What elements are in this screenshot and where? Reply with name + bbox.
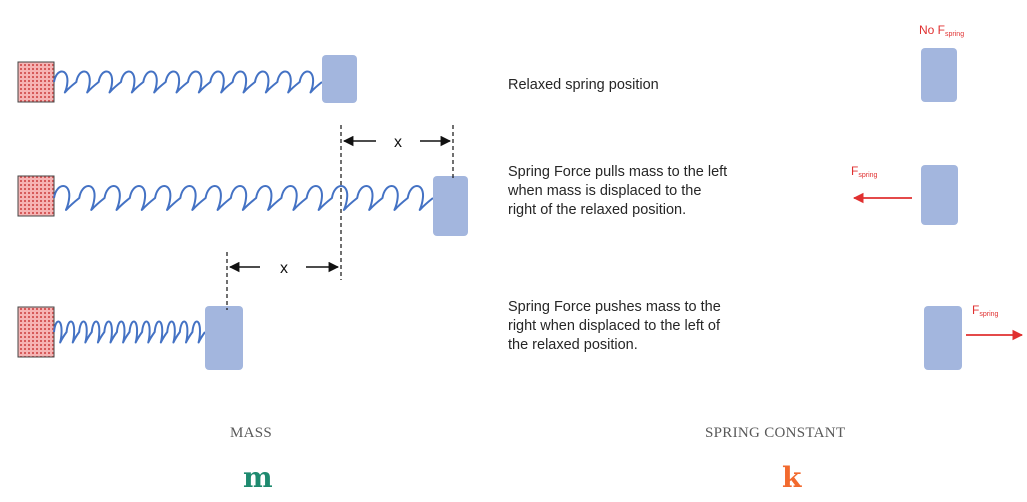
description-line: when mass is displaced to the	[508, 183, 702, 199]
mass-label: MASS	[230, 425, 273, 441]
no-force-label: No Fspring	[919, 23, 964, 38]
mass-block	[921, 48, 957, 102]
description-line: Spring Force pushes mass to the	[508, 299, 721, 315]
row-description: Spring Force pushes mass to the right wh…	[508, 298, 721, 355]
mass-block	[433, 176, 468, 236]
row-description: Spring Force pulls mass to the left when…	[508, 163, 727, 220]
description-line: Spring Force pulls mass to the left	[508, 164, 728, 180]
mass-block	[322, 55, 357, 103]
spring-force-label: Fspring	[851, 164, 878, 179]
spring-force-label: Fspring	[972, 303, 999, 318]
wall	[17, 61, 55, 103]
spring-constant-label: SPRING CONSTANT	[705, 425, 846, 441]
mass-block	[924, 306, 962, 370]
spring-constant-symbol: k	[782, 461, 802, 494]
spring-coil	[53, 70, 323, 94]
wall	[17, 306, 55, 358]
spring-coil	[53, 185, 434, 211]
displacement-label: x	[394, 134, 402, 151]
description-line: the relaxed position.	[508, 337, 638, 353]
description-line: Relaxed spring position	[508, 77, 659, 93]
displacement-label: x	[280, 260, 288, 277]
description-line: right when displaced to the left of	[508, 318, 720, 334]
mass-block	[921, 165, 958, 225]
mass-symbol: m	[243, 461, 273, 494]
spring-coil	[53, 320, 206, 344]
description-line: right of the relaxed position.	[508, 202, 687, 218]
wall	[17, 175, 55, 217]
mass-block	[205, 306, 243, 370]
row-description: Relaxed spring position	[508, 76, 659, 95]
